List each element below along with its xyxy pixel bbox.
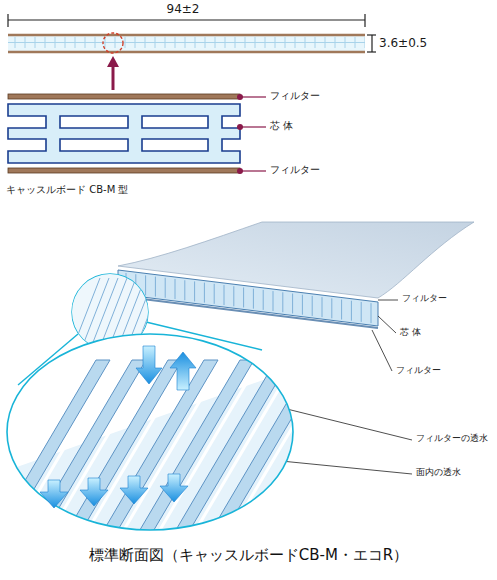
part-name: フィルター xyxy=(396,365,441,376)
enlarged-section xyxy=(8,94,240,173)
board-slab xyxy=(341,300,342,320)
channel-detail xyxy=(0,360,404,540)
board-slab xyxy=(243,287,244,307)
flow-label: フィルターの透水 xyxy=(416,433,488,444)
board-slab xyxy=(118,296,378,328)
flow-arrow xyxy=(160,474,188,502)
board-slab xyxy=(194,281,195,301)
board-slab xyxy=(273,291,274,311)
leader-line xyxy=(240,97,266,171)
part-name: フィルター xyxy=(270,164,320,176)
leader-line xyxy=(378,300,398,301)
part-name: 芯 体 xyxy=(270,120,293,132)
flow-arrow xyxy=(120,476,148,504)
leader-dot xyxy=(237,94,243,100)
dimension: 94±2 xyxy=(167,2,200,16)
board-slab xyxy=(331,298,332,318)
board-slab xyxy=(371,303,372,323)
board-slab xyxy=(145,275,146,295)
channel-detail xyxy=(0,360,404,540)
enlarged-section xyxy=(8,94,240,99)
dimension: 3.6±0.5 xyxy=(379,36,427,50)
model-name: キャッスルボード CB-M 型 xyxy=(6,184,128,196)
flow-arrow xyxy=(170,352,196,390)
board-slab xyxy=(118,270,378,326)
thickness-bracket xyxy=(367,35,376,52)
board-slab xyxy=(175,279,176,299)
part-name: 芯 体 xyxy=(400,327,421,338)
board-strip xyxy=(8,35,365,52)
flow-arrow xyxy=(80,478,108,506)
board-slab xyxy=(214,284,215,304)
board-slab xyxy=(233,286,234,306)
board-slab xyxy=(322,297,323,317)
leader-line xyxy=(240,126,266,127)
board-slab xyxy=(204,283,205,303)
enlarge-arrow xyxy=(107,56,119,67)
caption: 標準断面図（キャッスルボードCB-M・エコR） xyxy=(89,546,409,564)
leader-line xyxy=(240,96,266,97)
channel-detail xyxy=(242,360,362,540)
board-slab xyxy=(155,277,156,297)
board-slab xyxy=(263,290,264,310)
flow-arrow xyxy=(136,346,162,384)
board-slab xyxy=(292,293,293,313)
board-slab xyxy=(351,301,352,321)
flow-arrow xyxy=(40,346,196,508)
flow-label: 面内の透水 xyxy=(416,467,461,478)
dimension-line xyxy=(8,19,365,20)
leader-line xyxy=(372,330,392,371)
board-slab xyxy=(118,270,378,328)
board-strip xyxy=(8,51,365,54)
leader-dot xyxy=(237,168,243,174)
part-name: フィルター xyxy=(270,90,320,102)
channel-detail xyxy=(226,360,332,540)
part-name: フィルター xyxy=(402,293,447,304)
dimension-line xyxy=(364,14,365,27)
leader-dot xyxy=(237,124,243,130)
board-strip xyxy=(8,34,365,37)
board-slab xyxy=(361,302,362,322)
board-slab xyxy=(224,285,225,305)
board-slab xyxy=(253,289,254,309)
board-slab xyxy=(184,280,185,300)
board-strip xyxy=(8,35,365,52)
core-profile xyxy=(8,104,240,163)
enlarge-arrow xyxy=(107,56,119,90)
board-slab xyxy=(126,273,371,323)
detail-circle xyxy=(103,33,123,53)
enlarged-section xyxy=(8,168,240,173)
flow-arrow xyxy=(40,480,68,508)
board-slab xyxy=(165,278,166,298)
board-slab xyxy=(312,296,313,316)
enlarge-arrow xyxy=(112,64,115,90)
leader-dot xyxy=(237,94,243,174)
leader-line xyxy=(240,170,266,171)
channel-detail xyxy=(298,360,404,540)
dimension-line xyxy=(7,14,8,27)
channel-detail xyxy=(278,360,398,540)
magnified-ribs xyxy=(72,278,100,350)
leader-line xyxy=(378,316,396,333)
magnifier xyxy=(7,334,293,530)
channel-detail xyxy=(206,360,326,540)
board-slab xyxy=(302,295,303,315)
thickness-bracket xyxy=(371,35,372,52)
board-slab xyxy=(282,292,283,312)
